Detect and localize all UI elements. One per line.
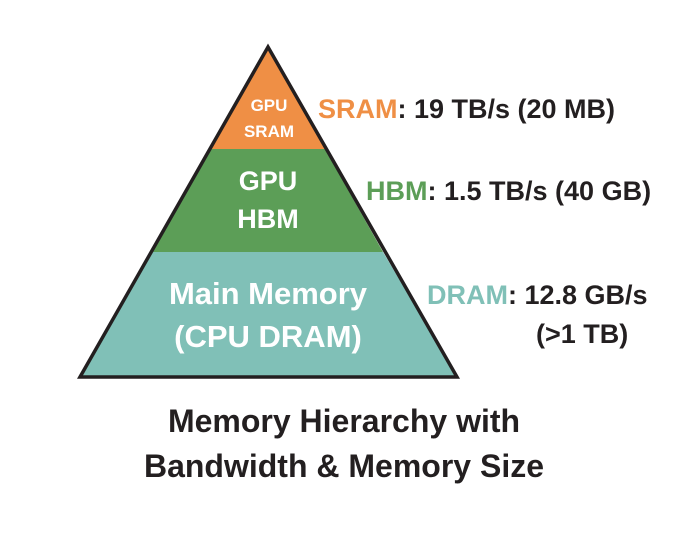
caption-line1: Memory Hierarchy with [167, 403, 521, 439]
dram-annotation-name: DRAM [427, 280, 508, 310]
sram-annotation-name: SRAM [318, 94, 398, 124]
dram-annotation-value: : 12.8 GB/s [508, 280, 648, 310]
pyramid-outline [76, 43, 461, 379]
caption-line2: Bandwidth & Memory Size [143, 448, 545, 484]
tier-sram-label-line2: SRAM [244, 122, 294, 141]
sram-annotation-value: : 19 TB/s (20 MB) [397, 94, 616, 124]
hbm-annotation-value: : 1.5 TB/s (40 GB) [427, 176, 652, 206]
tier-hbm [153, 149, 383, 252]
dram-annotation-size: (>1 TB) [536, 321, 628, 348]
tier-dram [80, 252, 457, 377]
tier-sram-label-line1: GPU [251, 96, 288, 115]
tier-hbm-label-line2: HBM [237, 204, 299, 234]
dram-annotation: DRAM: 12.8 GB/s [427, 282, 648, 309]
dram-annotation-size-value: (>1 TB) [536, 319, 629, 349]
tier-sram [211, 47, 325, 149]
tier-hbm-label-line1: GPU [239, 166, 298, 196]
tier-dram-label-line2: (CPU DRAM) [174, 319, 362, 354]
sram-annotation: SRAM: 19 TB/s (20 MB) [318, 96, 615, 123]
hbm-annotation: HBM: 1.5 TB/s (40 GB) [366, 178, 651, 205]
tier-dram-label-line1: Main Memory [169, 276, 368, 311]
hbm-annotation-name: HBM [366, 176, 428, 206]
